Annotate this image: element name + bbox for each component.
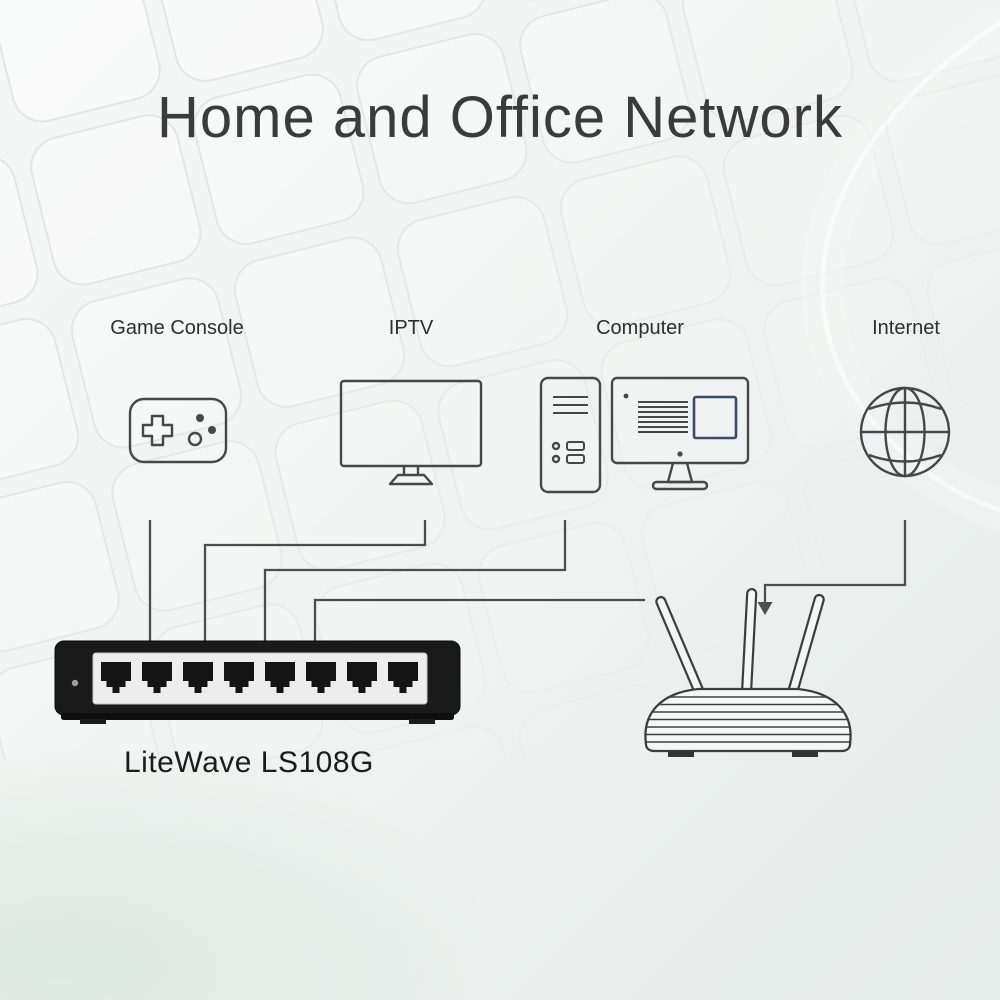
router-stripes: [645, 696, 851, 743]
switch-foot-left: [80, 719, 106, 724]
router-foot-right: [792, 751, 818, 757]
line-internet-to-router: [763, 520, 907, 602]
line-router-to-switch: [313, 598, 645, 645]
switch-foot-right: [409, 719, 435, 724]
background-pattern: [0, 0, 1000, 760]
arrow-down-icon: [757, 602, 773, 615]
switch-led: [71, 679, 79, 687]
label-computer: Computer: [596, 317, 684, 339]
router-foot-left: [668, 751, 694, 757]
monitor-window: [692, 395, 738, 440]
page-title: Home and Office Network: [157, 85, 843, 150]
line-iptv-to-switch: [203, 520, 427, 645]
switch-base: [61, 713, 454, 720]
background-swoosh: [801, 2, 1000, 532]
game-console-icon: [128, 397, 228, 464]
computer-icon: [539, 376, 750, 494]
computer-monitor: [610, 376, 750, 465]
switch-model-label: LiteWave LS108G: [124, 746, 374, 779]
router-device: [644, 587, 852, 757]
connection-lines: [148, 520, 907, 645]
switch-device: [54, 640, 461, 724]
router-antennas: [655, 587, 825, 705]
label-game-console: Game Console: [110, 317, 244, 339]
computer-tower: [539, 376, 602, 494]
label-internet: Internet: [872, 317, 940, 339]
label-iptv: IPTV: [388, 317, 434, 339]
iptv-icon: [339, 379, 483, 486]
switch-port-panel: [92, 652, 428, 705]
internet-globe-icon: [859, 386, 951, 478]
line-computer-to-switch: [263, 520, 567, 645]
